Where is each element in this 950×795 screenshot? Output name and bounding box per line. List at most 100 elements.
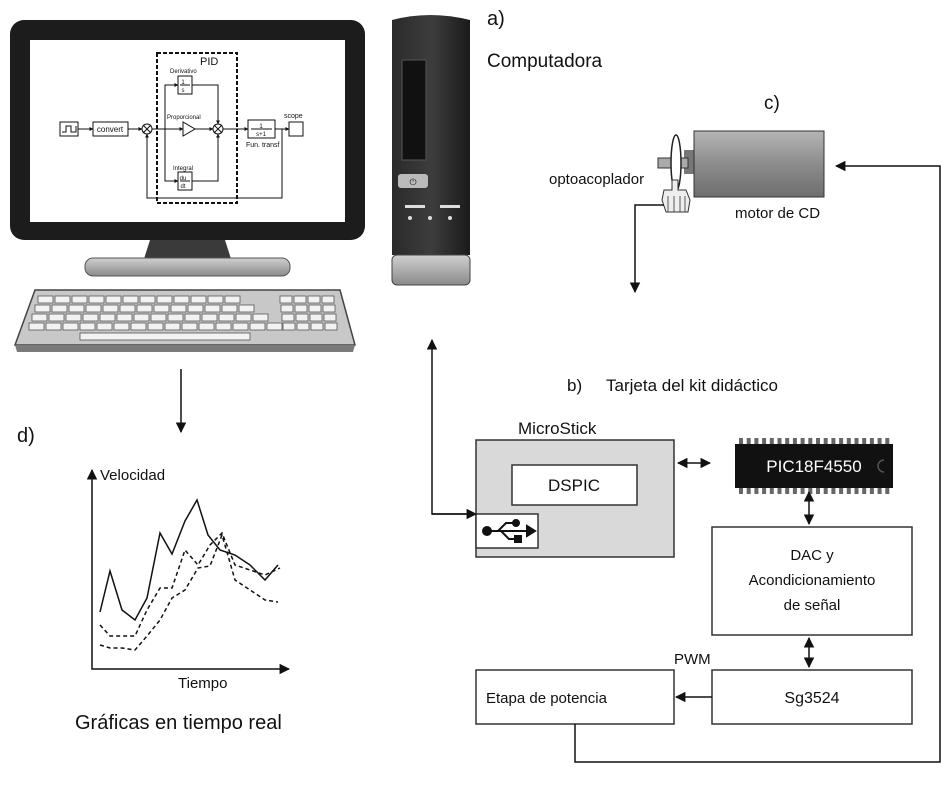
proporcional-label: Proporcional [167,115,201,121]
keyboard-key [62,322,79,331]
keyboard-key [153,304,170,313]
keyboard-key [190,295,207,304]
speed-curve-dashed-1 [99,531,281,637]
chip-pin [854,488,859,494]
label-graficas: Gráficas en tiempo real [75,712,282,734]
keyboard-key [136,304,153,313]
spacebar-key [79,332,251,341]
keyboard-key [281,313,295,322]
keyboard-key [88,295,105,304]
computer-tower-icon: ⏻ [391,15,471,286]
graph-xlabel: Tiempo [178,675,227,692]
label-pic: PIC18F4550 [766,457,861,476]
keyboard-key [221,304,238,313]
power-icon: ⏻ [409,177,416,188]
chip-pin [846,488,851,494]
chip-pin [785,488,790,494]
keyboard-key [266,322,283,331]
simulink-model [59,52,304,204]
label-sg3524: Sg3524 [784,690,839,707]
keyboard-key [296,322,310,331]
pid-box [156,52,238,204]
scope-label: scope [284,113,303,120]
chip-pin [823,488,828,494]
chip-pin [739,488,743,494]
keyboard-key [65,313,82,322]
keyboard-key [324,322,338,331]
keyboard-key [173,295,190,304]
label-a: a) [487,8,505,30]
keyboard-key [187,304,204,313]
pic-chip [735,438,893,494]
speed-graph [86,468,291,675]
dc-motor-icon [657,130,825,198]
keyboard-key [37,295,54,304]
monitor-icon [10,20,365,277]
label-dac-2: Acondicionamiento [749,572,876,589]
keyboard-key [308,304,322,313]
keyboard-key [96,322,113,331]
keyboard-key [113,322,130,331]
keyboard-key [238,304,255,313]
arrow-usb-to-pc [426,338,476,515]
keyboard-key [321,295,335,304]
chip-pin [816,488,820,494]
label-optoacoplador: optoacoplador [549,171,644,188]
label-d: d) [17,425,35,447]
label-computadora: Computadora [487,51,603,72]
keyboard-key [309,313,323,322]
keyboard-key [184,313,201,322]
label-etapa: Etapa de potencia [486,690,608,707]
keyboard-key [48,313,65,322]
sg3524-block [711,669,913,725]
keyboard-key [204,304,221,313]
chip-pin [877,488,882,494]
convert-label: convert [97,125,124,134]
deriv-num: 1 [181,80,185,86]
deriv-den: s [182,88,185,94]
arrow-power-to-motor [574,160,941,763]
keyboard-key [170,304,187,313]
chip-pin [885,488,890,494]
chip-pin [769,438,774,444]
pid-label: PID [200,56,218,68]
chip-pin [839,438,844,444]
chip-pin [746,488,751,494]
tf-num: 1 [259,124,263,130]
keyboard-key [71,295,88,304]
simulink-labels: PID Derivativo 1 s Proporcional Integral… [97,56,303,190]
keyboard-key [167,313,184,322]
keyboard-key [279,295,293,304]
keyboard-key [294,304,308,313]
chip-pin [862,488,867,494]
chip-pin [792,488,797,494]
chip-pin [846,438,851,444]
usb-icon [482,519,537,543]
chip-pin [862,438,867,444]
keyboard-key [119,304,136,313]
keyboard-key [34,304,51,313]
graph-axes [86,468,291,675]
chip-pin [808,438,813,444]
keyboard-key [105,295,122,304]
chip-pin [816,438,820,444]
speed-curve-solid [99,498,279,622]
keyboard-key [224,295,241,304]
chip-pin [885,438,890,444]
keyboard-key [133,313,150,322]
chip-pin [754,438,759,444]
chip-pin [831,488,836,494]
speed-curve-dashed-2 [99,532,279,651]
keyboard-key [82,313,99,322]
chip-pin [869,438,874,444]
keyboard-key [252,313,269,322]
int-den: dt [180,184,185,190]
chip-pin [754,488,759,494]
chip-pin [762,488,767,494]
keyboard-key [147,322,164,331]
chip-pin [854,438,859,444]
chip-body [735,444,893,488]
chip-pin [739,438,743,444]
